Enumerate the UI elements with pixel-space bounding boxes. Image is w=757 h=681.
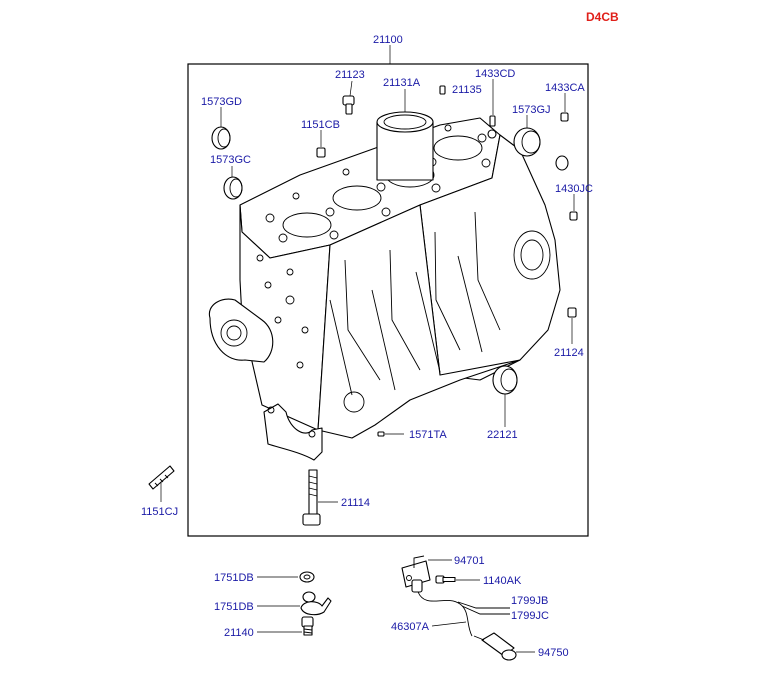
- part-22121-drawing: [492, 365, 518, 395]
- part-1573GC-drawing: [223, 176, 243, 200]
- callout-1573GC[interactable]: 1573GC: [210, 154, 251, 166]
- part-21140-drawing: [301, 616, 314, 636]
- callout-1151CJ[interactable]: 1151CJ: [141, 506, 178, 518]
- callout-1751DB-b[interactable]: 1751DB: [214, 601, 254, 613]
- part-1573GJ-drawing: [513, 127, 541, 157]
- callout-21140[interactable]: 21140: [224, 627, 254, 639]
- part-1433CA-drawing: [560, 112, 569, 122]
- callout-1573GD[interactable]: 1573GD: [201, 96, 242, 108]
- assembly-frame: [187, 63, 589, 537]
- callout-1433CD[interactable]: 1433CD: [475, 68, 515, 80]
- callout-94750[interactable]: 94750: [538, 647, 569, 659]
- part-1751DB-clip-drawing: [300, 591, 332, 616]
- cylinder-block-drawing: [208, 111, 561, 439]
- part-21135-drawing: [439, 85, 446, 95]
- callout-1573GJ[interactable]: 1573GJ: [512, 104, 551, 116]
- callout-21135[interactable]: 21135: [452, 84, 482, 96]
- callout-1140AK[interactable]: 1140AK: [483, 575, 522, 587]
- part-1433CD-drawing: [487, 115, 497, 139]
- callout-22121[interactable]: 22121: [487, 429, 518, 441]
- callout-1433CA[interactable]: 1433CA: [545, 82, 585, 94]
- leader-46307A: [431, 621, 467, 627]
- callout-21123[interactable]: 21123: [335, 69, 365, 81]
- callout-1571TA[interactable]: 1571TA: [409, 429, 447, 441]
- part-21124-drawing: [567, 307, 577, 318]
- engine-code-label: D4CB: [586, 10, 619, 24]
- callout-1799JB[interactable]: 1799JB: [511, 595, 548, 607]
- plug-icon: [555, 155, 569, 171]
- callout-1799JC[interactable]: 1799JC: [511, 610, 549, 622]
- callout-21131A[interactable]: 21131A: [383, 77, 421, 89]
- bearing-cap-drawing: [263, 403, 323, 461]
- part-1573GD-drawing: [211, 126, 231, 150]
- callout-1430JC[interactable]: 1430JC: [555, 183, 593, 195]
- callout-94701[interactable]: 94701: [454, 555, 485, 567]
- callout-21114[interactable]: 21114: [341, 497, 370, 509]
- callout-1151CB[interactable]: 1151CB: [301, 119, 340, 131]
- part-21114-drawing: [302, 469, 321, 526]
- part-21123-drawing: [342, 95, 355, 115]
- callout-21100[interactable]: 21100: [373, 34, 403, 46]
- part-1140AK-drawing: [435, 575, 456, 584]
- knock-sensor-harness-drawing: [401, 555, 517, 661]
- callout-46307A[interactable]: 46307A: [391, 621, 430, 633]
- callout-1751DB-a[interactable]: 1751DB: [214, 572, 254, 584]
- leader-21123: [349, 80, 353, 97]
- part-1430JC-drawing: [569, 211, 578, 221]
- part-1571TA-drawing: [377, 431, 385, 437]
- part-1751DB-washer-drawing: [299, 571, 315, 583]
- part-1151CB-drawing: [316, 147, 326, 158]
- part-1151CJ-drawing: [148, 465, 175, 490]
- callout-21124[interactable]: 21124: [554, 347, 584, 359]
